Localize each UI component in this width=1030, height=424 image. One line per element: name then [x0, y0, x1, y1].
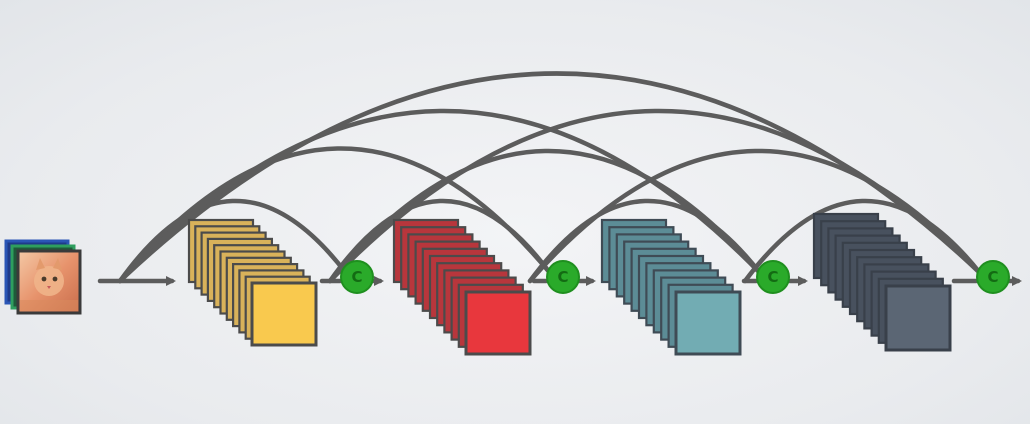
feature-map-front [884, 284, 952, 352]
feature-map-front [674, 290, 742, 356]
feature-map-front [464, 290, 532, 356]
concat-node-1: C [340, 260, 374, 294]
concat-circle [546, 260, 580, 294]
concat-label: C [987, 268, 998, 286]
block-4-slate [812, 212, 952, 352]
concat-node-4: C [976, 260, 1010, 294]
feature-map-front [250, 281, 318, 347]
concat-label: C [557, 268, 568, 286]
dense-blocks [187, 212, 952, 356]
skip-arc-c3-to-c4 [742, 198, 983, 284]
concat-circle [340, 260, 374, 294]
concat-node-2: C [546, 260, 580, 294]
skip-arc-c1-to-c3 [327, 148, 763, 284]
concat-circle [976, 260, 1010, 294]
input-image [4, 239, 82, 315]
skip-arc-c2-to-c3 [527, 198, 763, 284]
concat-label: C [351, 268, 362, 286]
block-2-red [392, 218, 532, 356]
skip-arc-c1-to-c2 [327, 198, 553, 284]
concat-circle [756, 260, 790, 294]
skip-arc-input-to-c2 [117, 146, 553, 284]
concat-node-3: C [756, 260, 790, 294]
block-1-yellow [187, 218, 318, 347]
block-3-teal [600, 218, 742, 356]
concat-label: C [767, 268, 778, 286]
skip-connection-arcs [117, 71, 983, 284]
cat-photo-icon [20, 258, 78, 311]
